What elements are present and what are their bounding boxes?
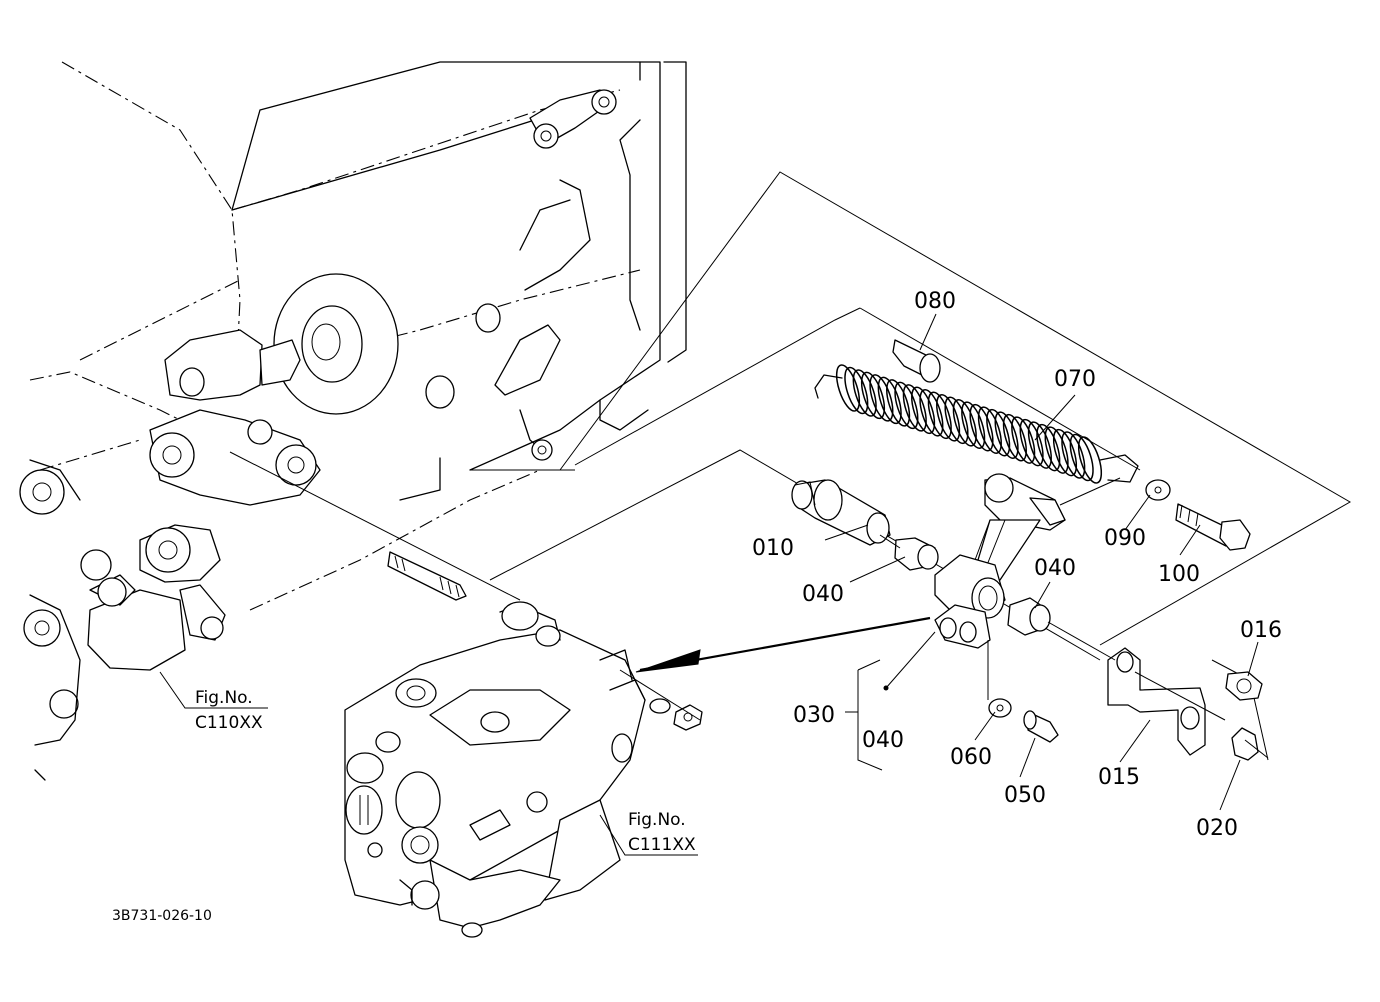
- spring-coil: [1069, 433, 1094, 482]
- spring-coil: [1044, 426, 1069, 474]
- spring-coil: [1019, 418, 1044, 467]
- label-part-100: 100: [1158, 562, 1200, 587]
- transmission-housing: [231, 61, 687, 501]
- label-part-040-right: 040: [1034, 556, 1076, 581]
- spring-coil: [860, 371, 886, 420]
- spring-coil: [986, 408, 1011, 457]
- leader-lines: [159, 313, 1259, 856]
- label-part-040: 040: [802, 582, 844, 607]
- label-part-016: 016: [1240, 618, 1282, 643]
- spring-coil: [1052, 428, 1078, 477]
- left-bracket-assembly: [19, 329, 521, 781]
- leader-dot: [883, 685, 889, 691]
- label-part-030: 030: [793, 703, 835, 728]
- spring-coil: [961, 401, 986, 449]
- spring-coil: [911, 386, 936, 435]
- spring-coil: [944, 396, 969, 445]
- label-part-020: 020: [1196, 816, 1238, 841]
- label-part-090: 090: [1104, 526, 1146, 551]
- assembly-arrow: [635, 616, 931, 673]
- spring-coil: [1036, 423, 1061, 472]
- label-part-060: 060: [950, 745, 992, 770]
- spring-coil: [1002, 413, 1027, 462]
- ref-c110-code: C110XX: [195, 713, 263, 733]
- spring-coil: [927, 391, 952, 440]
- part-labels: 080 070 010 040 040 090 100 016 030 040 …: [752, 289, 1282, 841]
- spring-coil: [852, 369, 877, 417]
- spring-coil: [1027, 421, 1052, 469]
- spring-coil: [994, 411, 1019, 459]
- spring-coil: [969, 403, 994, 452]
- figure-reference-c111[interactable]: Fig.No. C111XX: [628, 810, 696, 855]
- linkage-parts: [791, 339, 1269, 761]
- spring-coil: [1061, 431, 1086, 479]
- spring-coil: [1011, 416, 1036, 464]
- label-part-070: 070: [1054, 367, 1096, 392]
- drawing-code: 3B731-026-10: [112, 908, 212, 924]
- label-part-050: 050: [1004, 783, 1046, 808]
- spring-coil: [894, 381, 919, 430]
- label-part-040-group: 040: [862, 728, 904, 753]
- spring-coil: [952, 399, 977, 447]
- spring-coil: [1077, 436, 1103, 484]
- spring-coil: [886, 379, 911, 427]
- valve-assembly: [344, 601, 703, 938]
- ref-c110-title: Fig.No.: [195, 688, 253, 708]
- ref-c111-code: C111XX: [628, 835, 696, 855]
- spring-coil: [936, 394, 961, 442]
- figure-reference-c110[interactable]: Fig.No. C110XX: [195, 688, 263, 733]
- spring-coil: [835, 364, 861, 412]
- label-part-010: 010: [752, 536, 794, 561]
- spring-coil: [869, 374, 894, 422]
- spring-coil: [919, 389, 944, 437]
- spring-070: [814, 364, 1139, 484]
- ref-c111-title: Fig.No.: [628, 810, 686, 830]
- spring-coil: [902, 384, 927, 432]
- spring-coil: [977, 406, 1002, 454]
- label-part-015: 015: [1098, 765, 1140, 790]
- spring-coil: [844, 366, 869, 415]
- label-part-080: 080: [914, 289, 956, 314]
- spring-coil: [877, 376, 902, 425]
